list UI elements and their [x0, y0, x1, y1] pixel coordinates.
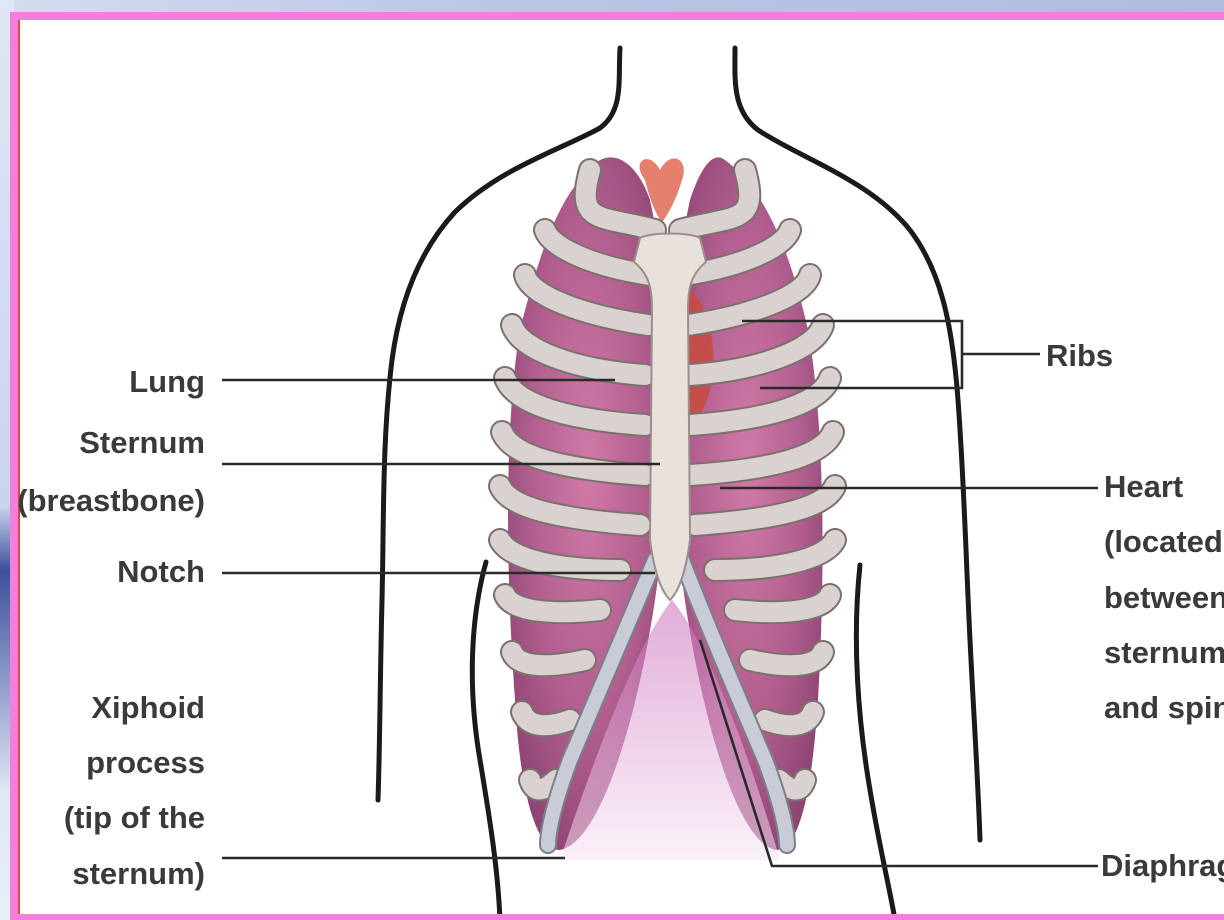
label-heart-4: sternum: [1104, 635, 1224, 670]
label-lung: Lung: [129, 364, 205, 399]
label-heart-1: Heart: [1104, 469, 1183, 504]
label-sternum-note: (breastbone): [17, 483, 205, 518]
label-xiphoid-4: sternum): [72, 856, 205, 891]
label-heart-5: and spine): [1104, 690, 1224, 725]
label-sternum: Sternum: [79, 425, 205, 460]
label-heart-2: (located: [1104, 524, 1223, 559]
label-diaphragm: Diaphragm: [1101, 848, 1224, 883]
label-heart-3: between: [1104, 580, 1224, 615]
rib-cage-diagram: Lung Sternum (breastbone) Notch Xiphoid …: [10, 12, 1224, 920]
label-ribs: Ribs: [1046, 338, 1113, 373]
label-xiphoid-2: process: [86, 745, 205, 780]
label-notch: Notch: [117, 554, 205, 589]
label-xiphoid-3: (tip of the: [64, 800, 205, 835]
diagram-frame: Lung Sternum (breastbone) Notch Xiphoid …: [10, 12, 1224, 920]
label-xiphoid-1: Xiphoid: [91, 690, 205, 725]
